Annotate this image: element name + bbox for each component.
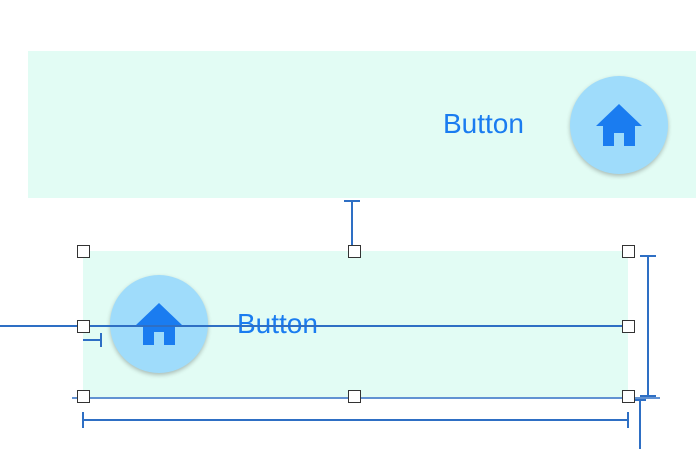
resize-handle-bottom-left[interactable] (77, 390, 90, 403)
resize-handle-middle-right[interactable] (622, 320, 635, 333)
top-home-button[interactable] (570, 76, 668, 174)
resize-handle-bottom-center[interactable] (348, 390, 361, 403)
home-icon (136, 303, 182, 345)
top-text-button[interactable]: Button (443, 108, 524, 139)
resize-handle-middle-left[interactable] (77, 320, 90, 333)
resize-handle-bottom-right[interactable] (622, 390, 635, 403)
bottom-text-button[interactable]: Button (237, 308, 318, 339)
resize-handle-top-center[interactable] (348, 245, 361, 258)
resize-handle-top-left[interactable] (77, 245, 90, 258)
home-icon (596, 104, 642, 146)
bottom-home-button[interactable] (110, 275, 208, 373)
resize-handle-top-right[interactable] (622, 245, 635, 258)
